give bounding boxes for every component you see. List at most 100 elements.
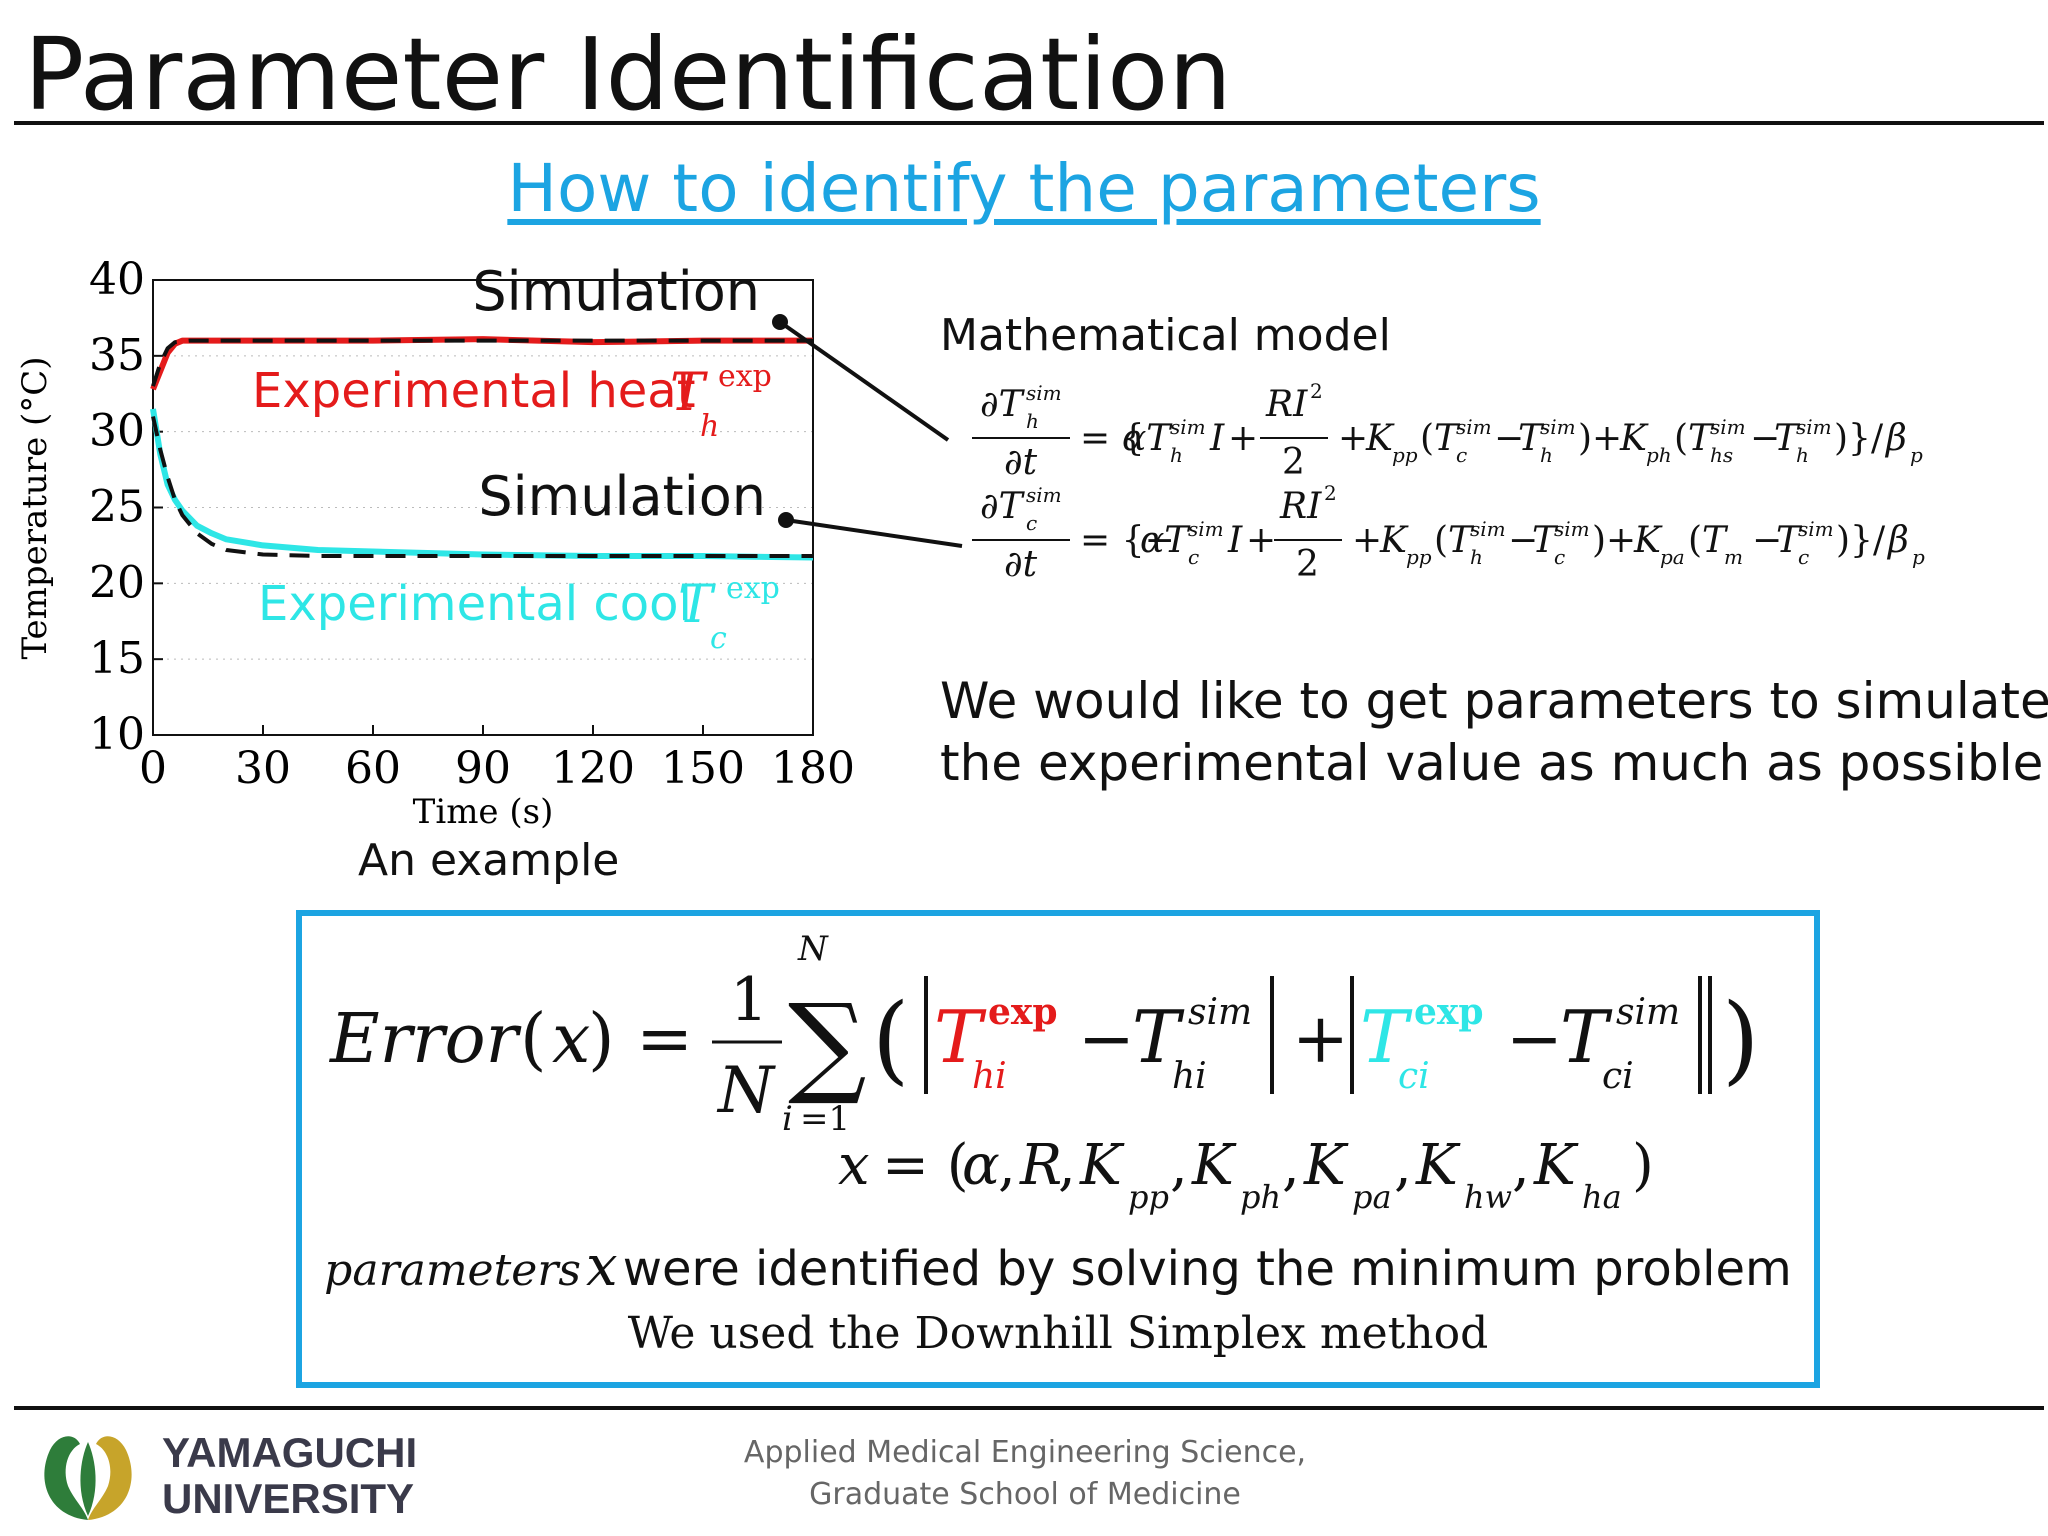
svg-text:hi: hi (1172, 1056, 1207, 1097)
svg-text:,: , (1282, 1133, 1300, 1198)
svg-text:K: K (1365, 418, 1395, 459)
svg-text:I: I (1227, 520, 1243, 561)
svg-text:sim: sim (1554, 517, 1590, 541)
svg-text:pa: pa (1660, 545, 1685, 569)
svg-text:K: K (1533, 1133, 1579, 1198)
parameters-word: parameters (324, 1245, 581, 1296)
svg-text:T: T (1532, 520, 1559, 561)
method-statement: We used the Downhill Simplex method (627, 1308, 1489, 1359)
svg-text:−: − (1508, 520, 1538, 561)
page-title: Parameter Identification (24, 16, 1232, 133)
parameters-text: were identified by solving the minimum p… (622, 1241, 1792, 1297)
svg-text:K: K (1619, 418, 1649, 459)
svg-text:+: + (1338, 418, 1368, 459)
svg-text:=1: =1 (800, 1099, 850, 1139)
description-text: We would like to get parameters to simul… (940, 670, 2048, 794)
svg-text:sim: sim (1798, 517, 1834, 541)
annotation-dot (778, 512, 794, 528)
svg-text:c: c (1188, 545, 1199, 569)
svg-text:)+: )+ (1592, 520, 1636, 561)
svg-text:sim: sim (1540, 415, 1576, 439)
y-tick-label: 25 (89, 482, 145, 533)
svg-text:pa: pa (1352, 1178, 1392, 1216)
svg-text:hs: hs (1710, 443, 1733, 467)
svg-text:−: − (1506, 1000, 1563, 1079)
svg-text:β: β (1886, 520, 1909, 561)
svg-text:+: + (1246, 520, 1276, 561)
svg-text:(: ( (1674, 418, 1688, 459)
series-line-simulation (151, 416, 813, 559)
svg-text:∂t: ∂t (1004, 442, 1038, 483)
footer-org-line: Graduate School of Medicine (809, 1477, 1241, 1512)
svg-text:K: K (1379, 520, 1409, 561)
x-tick-label: 60 (345, 743, 401, 794)
svg-text:N: N (716, 1054, 776, 1128)
svg-text:RI: RI (1265, 384, 1308, 425)
svg-text:,: , (998, 1133, 1016, 1198)
chart-series (150, 336, 814, 561)
svg-text:∂t: ∂t (1004, 544, 1038, 585)
section-heading[interactable]: How to identify the parameters (507, 150, 1541, 227)
svg-text:(: ( (1688, 520, 1702, 561)
error-function-box: Error (x) = 1 N N ∑ i=1 ( T exp hi − T s… (296, 910, 1820, 1388)
svg-text:T: T (1434, 418, 1461, 459)
svg-text:h: h (1170, 443, 1183, 467)
description-line: the experimental value as much as possib… (940, 734, 2044, 792)
x-tick-label: 90 (455, 743, 511, 794)
svg-text:sim: sim (1710, 415, 1746, 439)
svg-text:c: c (1026, 511, 1037, 535)
svg-text:Error: Error (328, 1000, 522, 1079)
svg-text:hi: hi (972, 1056, 1007, 1097)
legend-cool-subscript: c (710, 621, 727, 656)
svg-text:= {−: = {− (1080, 520, 1175, 561)
svg-text:sim: sim (1616, 992, 1680, 1033)
legend-heat-superscript: exp (718, 359, 772, 394)
svg-text:,: , (1058, 1133, 1076, 1198)
x-tick-label: 180 (771, 743, 855, 794)
annotation-dot (772, 314, 788, 330)
svg-text:sim: sim (1188, 992, 1252, 1033)
svg-text:pp: pp (1406, 545, 1432, 569)
x-tick-label: 0 (139, 743, 167, 794)
title-divider (14, 121, 2044, 125)
svg-text:hw: hw (1464, 1178, 1512, 1216)
svg-text:R: R (1019, 1133, 1062, 1198)
svg-text:T: T (1360, 995, 1413, 1079)
legend-cool-label: Experimental cool (258, 576, 692, 632)
svg-text:c: c (1456, 443, 1467, 467)
svg-text:)+: )+ (1578, 418, 1622, 459)
svg-text:N: N (797, 929, 829, 969)
x-tick-label: 150 (661, 743, 745, 794)
university-name: YAMAGUCHI UNIVERSITY (162, 1430, 417, 1522)
svg-text:h: h (1470, 545, 1483, 569)
x-tick-label: 30 (235, 743, 291, 794)
svg-text:c: c (1798, 545, 1809, 569)
footer-org-line: Applied Medical Engineering Science, (743, 1435, 1307, 1470)
svg-text:−: − (1752, 520, 1782, 561)
svg-text:sim: sim (1026, 381, 1062, 405)
svg-text:): ) (1722, 983, 1759, 1095)
svg-text:T: T (1132, 995, 1185, 1079)
svg-text:(: ( (1420, 418, 1434, 459)
svg-text:) =: ) = (588, 1000, 693, 1079)
svg-text:,: , (1394, 1133, 1412, 1198)
university-logo-icon (44, 1436, 132, 1520)
svg-text:)}/: )}/ (1836, 520, 1886, 561)
svg-text:αT: αT (1122, 418, 1173, 459)
svg-text:∑: ∑ (788, 980, 867, 1108)
svg-text:h: h (1540, 443, 1553, 467)
svg-text:(: ( (520, 1000, 547, 1079)
svg-text:sim: sim (1188, 517, 1224, 541)
y-axis-label: Temperature (°C) (15, 356, 55, 659)
svg-text:T: T (1688, 418, 1715, 459)
svg-text:ci: ci (1602, 1056, 1634, 1097)
error-equation: Error (x) = 1 N N ∑ i=1 ( T exp hi − T s… (328, 929, 1759, 1216)
svg-text:∂T: ∂T (980, 384, 1026, 425)
svg-text:h: h (1026, 409, 1039, 433)
svg-text:): ) (1632, 1133, 1654, 1198)
svg-text:i: i (782, 1099, 793, 1139)
svg-text:(: ( (872, 983, 909, 1095)
legend-cool-superscript: exp (726, 571, 780, 606)
